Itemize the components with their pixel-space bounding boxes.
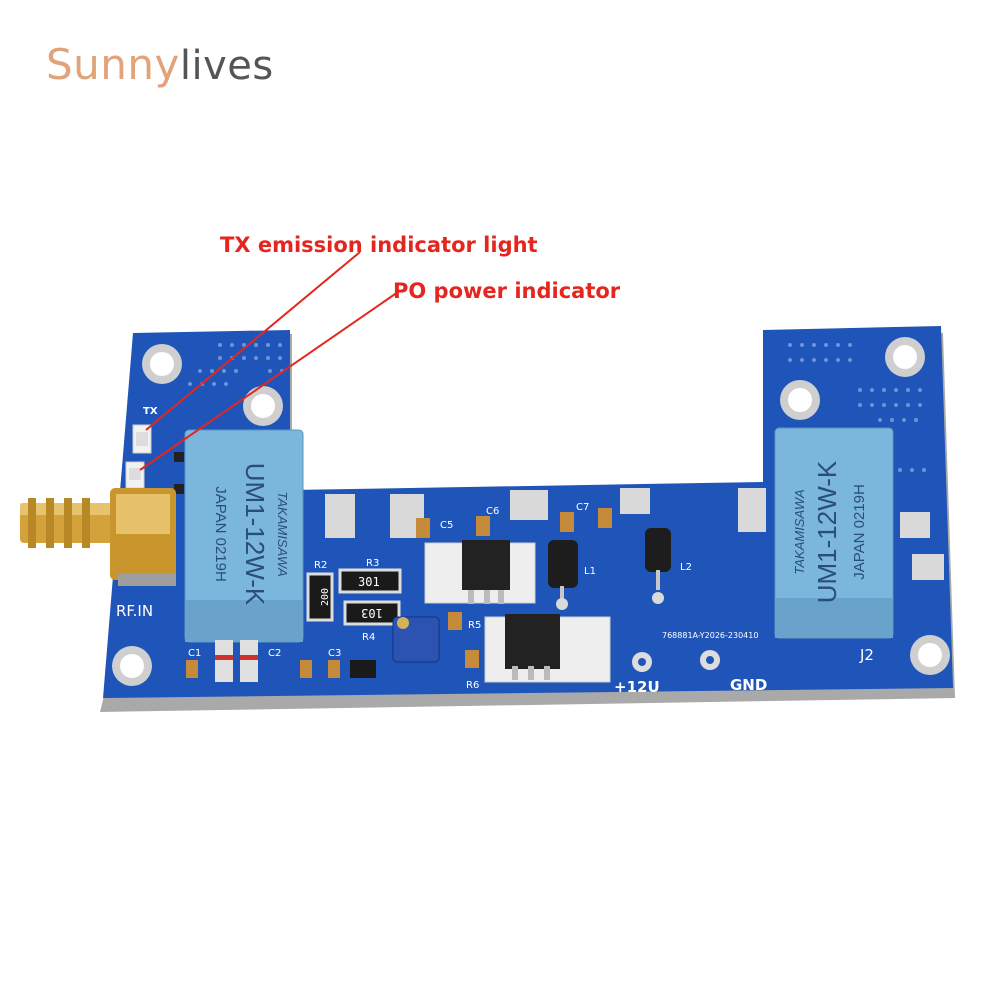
led-resistor-2: [174, 484, 184, 494]
silk-r3: R3: [366, 558, 379, 569]
silk-c5: C5: [440, 520, 453, 531]
silk-12v-label: +12U: [614, 678, 660, 696]
solder-pads: [325, 488, 944, 580]
silk-l2: L2: [680, 562, 692, 573]
smd-transistor: [350, 660, 376, 678]
via-grid-right: [788, 343, 926, 472]
silk-r6: R6: [466, 680, 479, 691]
silk-c7: C7: [576, 502, 589, 513]
silk-rf-in-label: RF.IN: [116, 602, 153, 620]
sma-connector: [20, 488, 176, 586]
logo-part-sunny: Sunny: [46, 40, 180, 89]
resistor-103: [343, 600, 401, 626]
mounting-holes: [112, 337, 950, 686]
brand-logo: Sunnylives: [46, 40, 274, 89]
relay-right: TAKAMISAWA UM1-12W-K JAPAN 0219H: [774, 427, 894, 639]
callout-tx-emission-label: TX emission indicator light: [220, 233, 538, 257]
relay-left-model: UM1-12W-K: [240, 463, 270, 606]
callout-po-line: [139, 291, 399, 471]
relay-left: TAKAMISAWA UM1-12W-K JAPAN 0219H: [184, 429, 304, 643]
silk-serial: 768881A-Y2026-230410: [662, 631, 758, 640]
silk-c6: C6: [486, 506, 499, 517]
relay-right-origin: JAPAN 0219H: [851, 484, 868, 580]
tx-led: [132, 424, 152, 454]
callout-po-power-label: PO power indicator: [393, 279, 621, 303]
resistor-200: [306, 572, 334, 622]
callout-tx-line: [145, 251, 361, 431]
relay-left-brand: TAKAMISAWA: [275, 491, 290, 576]
power-terminals: [632, 650, 720, 672]
trimmer-potentiometer: [392, 616, 440, 663]
regulator-upper: [424, 540, 536, 604]
silk-gnd-label: GND: [730, 676, 767, 694]
relay-right-brand: TAKAMISAWA: [792, 489, 807, 574]
resistor-301: [338, 568, 402, 594]
silk-res-103: 103: [361, 606, 383, 620]
silk-l1: L1: [584, 566, 596, 577]
smd-capacitors: [300, 508, 612, 678]
silk-c3: C3: [328, 648, 341, 659]
po-led: [125, 461, 145, 489]
silk-r4: R4: [362, 632, 375, 643]
inductor-l2: [645, 528, 671, 604]
silk-c2: C2: [268, 648, 281, 659]
silk-res-301: 301: [358, 575, 380, 589]
inductor-l1: [548, 540, 578, 610]
relay-right-model: UM1-12W-K: [812, 460, 842, 603]
relay-left-origin: JAPAN 0219H: [212, 486, 229, 582]
silk-tx-label: TX: [143, 406, 158, 417]
silk-res-200: 200: [320, 588, 331, 606]
logo-part-lives: lives: [179, 43, 274, 89]
silk-j2-label: J2: [859, 646, 874, 664]
silk-c1: C1: [188, 648, 201, 659]
diodes: [186, 640, 258, 682]
silk-r5: R5: [468, 620, 481, 631]
regulator-lower: [484, 614, 611, 683]
silk-r2: R2: [314, 560, 327, 571]
led-resistor-1: [174, 452, 184, 462]
